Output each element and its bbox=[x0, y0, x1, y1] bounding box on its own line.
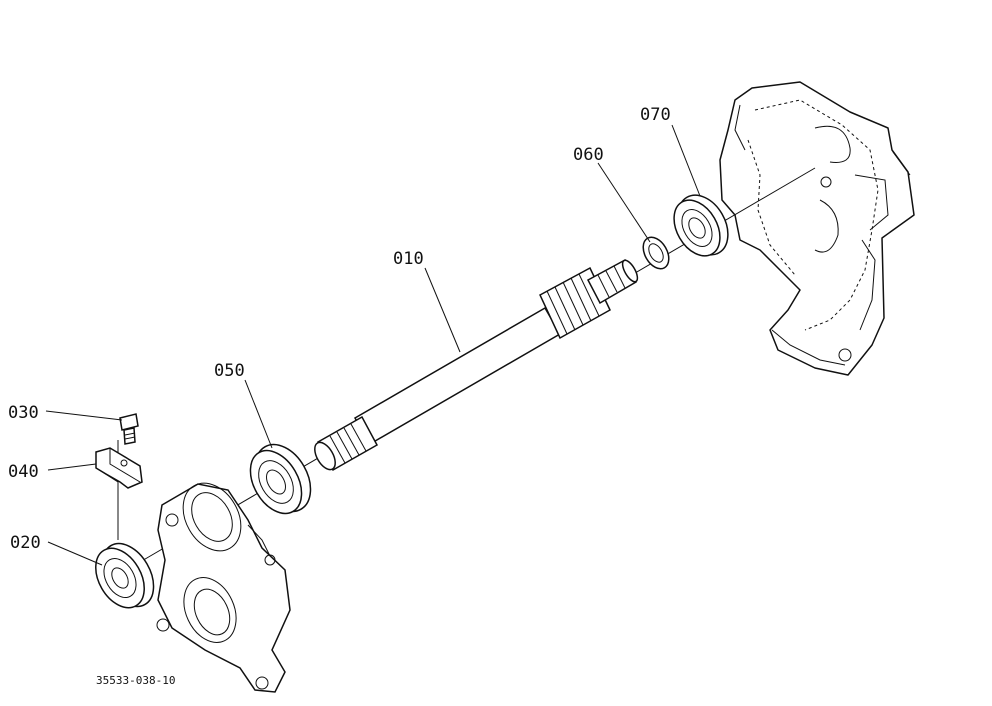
drawing-reference-code: 35533-038-10 bbox=[96, 674, 175, 687]
leader-lines bbox=[45, 124, 701, 566]
callout-030: 030 bbox=[8, 403, 39, 423]
transmission-housing bbox=[719, 81, 915, 376]
bearing-retainer-plate bbox=[156, 482, 291, 693]
bearing-050 bbox=[249, 443, 312, 515]
callout-020: 020 bbox=[10, 533, 41, 553]
bearing-070 bbox=[673, 194, 729, 257]
callout-060: 060 bbox=[573, 145, 604, 165]
shaft-010 bbox=[314, 258, 639, 472]
callout-040: 040 bbox=[8, 462, 39, 482]
washer-060 bbox=[642, 236, 670, 270]
bracket-040 bbox=[95, 447, 143, 500]
callout-010: 010 bbox=[393, 249, 424, 269]
callout-070: 070 bbox=[640, 105, 671, 125]
bolt-030 bbox=[119, 413, 139, 445]
callout-050: 050 bbox=[214, 361, 245, 381]
bearing-020 bbox=[95, 542, 155, 609]
